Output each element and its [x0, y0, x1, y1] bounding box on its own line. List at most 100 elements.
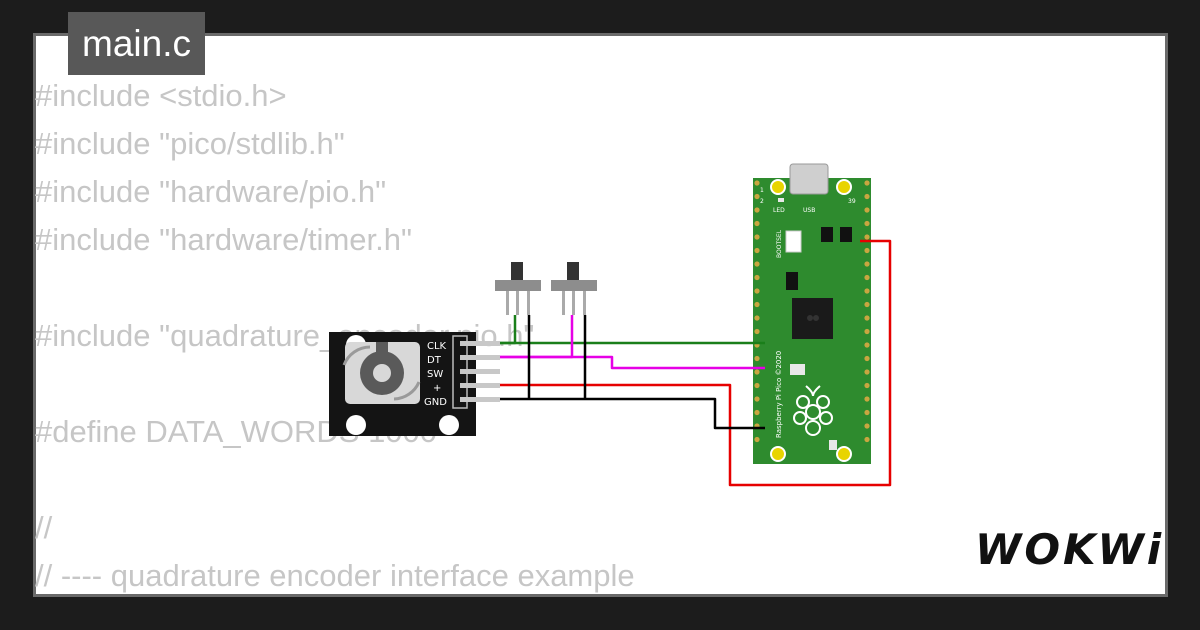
usb-label: USB	[803, 207, 815, 214]
pico-pin[interactable]	[754, 220, 760, 227]
pin-label: GND	[424, 397, 447, 408]
switch-body	[495, 280, 541, 291]
pico-pin[interactable]	[864, 247, 870, 254]
pico-pin[interactable]	[864, 261, 870, 267]
pico-pin[interactable]	[864, 315, 870, 321]
wire-clk-switch	[500, 315, 517, 345]
rotate-arrow-icon	[393, 381, 421, 401]
pico-pin[interactable]	[864, 423, 870, 429]
pico-pin[interactable]	[754, 315, 760, 321]
mount-hole	[439, 415, 459, 435]
encoder-knob-notch	[376, 342, 388, 358]
pico-pin[interactable]	[864, 274, 870, 281]
pico-pin[interactable]	[754, 355, 760, 362]
switch-leg	[583, 291, 586, 315]
rotate-arrow-icon	[342, 345, 371, 366]
switch-leg	[516, 291, 519, 315]
wire-gnd	[500, 397, 765, 430]
wire-dt	[500, 355, 765, 370]
pico-pin[interactable]	[864, 382, 870, 389]
pico-pin[interactable]	[754, 180, 760, 186]
pin-number-label: 1	[760, 187, 764, 194]
switch-leg	[527, 291, 530, 315]
pico-pin[interactable]	[864, 207, 870, 213]
pico-pin[interactable]	[864, 288, 870, 294]
pico-pin[interactable]	[754, 274, 760, 281]
pico-pin[interactable]	[864, 234, 870, 240]
pico-pin[interactable]	[864, 220, 870, 227]
code-line: //	[35, 510, 53, 545]
mount-hole	[836, 179, 852, 195]
raspberry-logo-icon	[793, 385, 833, 436]
pico-pin[interactable]	[754, 409, 760, 416]
pico-pin[interactable]	[864, 409, 870, 416]
bootsel-button[interactable]	[785, 230, 802, 253]
pico-pin[interactable]	[864, 342, 870, 348]
switch-knob[interactable]	[511, 262, 523, 282]
pin-number-label: 2	[760, 198, 764, 205]
pin-label: CLK	[427, 341, 447, 352]
slide-switch-2[interactable]	[551, 262, 597, 315]
code-line: #include "hardware/pio.h"	[35, 174, 387, 209]
pico-pin[interactable]	[754, 234, 760, 240]
mount-hole	[770, 446, 786, 462]
pin-label: SW	[427, 369, 443, 380]
wire-vcc	[500, 239, 892, 487]
pico-pin[interactable]	[864, 328, 870, 335]
led-label: LED	[773, 207, 785, 214]
pico-pin[interactable]	[754, 382, 760, 389]
switch-knob[interactable]	[567, 262, 579, 282]
pico-pin[interactable]	[754, 288, 760, 294]
pico-pin[interactable]	[864, 193, 870, 200]
switch-leg	[506, 291, 509, 315]
bootsel-label: BOOTSEL	[776, 229, 783, 258]
switch-body	[551, 280, 597, 291]
mount-hole	[836, 446, 852, 462]
switch-leg	[572, 291, 575, 315]
pico-pin[interactable]	[754, 369, 760, 375]
usb-connector	[789, 163, 829, 195]
switch-leg	[562, 291, 565, 315]
rotary-encoder[interactable]: CLK DT SW + GND	[329, 332, 500, 436]
wire-dt-switch	[500, 315, 574, 359]
pico-pin[interactable]	[754, 328, 760, 335]
slide-switch-1[interactable]	[495, 262, 541, 315]
mount-hole	[346, 415, 366, 435]
pico-pin[interactable]	[864, 301, 870, 308]
chip-logo-icon	[807, 315, 819, 321]
pico-pin[interactable]	[864, 180, 870, 186]
wokwi-logo: WOKWi	[975, 525, 1165, 574]
pico-pin[interactable]	[754, 396, 760, 402]
mount-hole	[770, 179, 786, 195]
chip	[786, 272, 798, 290]
board-label: Raspberry Pi Pico ©2020	[775, 351, 783, 438]
pico-pin[interactable]	[754, 261, 760, 267]
code-editor[interactable]: #include <stdio.h>#include "pico/stdlib.…	[35, 72, 635, 600]
code-line: #include <stdio.h>	[35, 78, 287, 113]
component	[790, 364, 805, 375]
pico-pin[interactable]	[754, 301, 760, 308]
pico-pin[interactable]	[754, 247, 760, 254]
header-pin	[460, 383, 500, 388]
pico-pin[interactable]	[754, 193, 760, 200]
pico-pin[interactable]	[864, 396, 870, 402]
pico-pin[interactable]	[864, 355, 870, 362]
code-line: // ---- quadrature encoder interface exa…	[35, 558, 635, 593]
header-pin	[460, 355, 500, 360]
encoder-shaft	[373, 364, 391, 382]
raspberry-pi-pico[interactable]: 1 2 39 LED USB BOOTSEL Raspberry Pi Pico…	[753, 163, 871, 464]
pico-pin[interactable]	[754, 207, 760, 213]
header-pin	[460, 397, 500, 402]
pico-pin[interactable]	[864, 369, 870, 375]
wires	[500, 239, 892, 487]
component	[829, 440, 837, 450]
file-tab[interactable]: main.c	[68, 12, 205, 75]
chip	[840, 227, 852, 242]
pin-label: DT	[427, 355, 442, 366]
pico-pin[interactable]	[754, 436, 760, 443]
led	[778, 198, 784, 202]
pico-pin[interactable]	[864, 436, 870, 443]
header-pin	[460, 341, 500, 346]
pin-label: +	[433, 383, 441, 394]
